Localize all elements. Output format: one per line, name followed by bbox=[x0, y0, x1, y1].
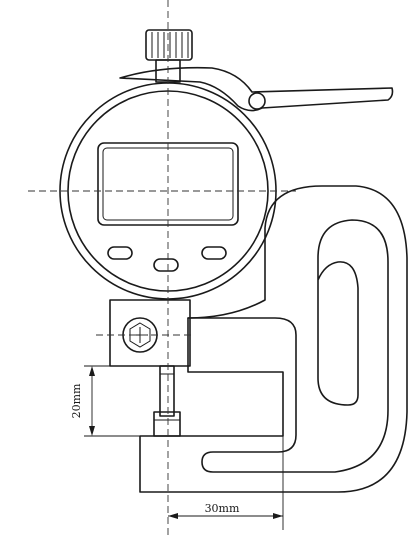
measuring-spindle bbox=[153, 365, 181, 437]
width-dimension: 30mm bbox=[168, 436, 284, 530]
gauge-frame bbox=[139, 185, 408, 493]
height-dimension-label: 20mm bbox=[70, 383, 83, 418]
lever-pivot-icon bbox=[248, 92, 266, 110]
dial-button-left bbox=[107, 246, 133, 260]
lever-arm bbox=[119, 66, 394, 112]
width-dimension-label: 30mm bbox=[205, 502, 240, 515]
lifting-lever bbox=[119, 66, 394, 112]
frame-outer-outline bbox=[139, 185, 408, 493]
height-dimension: 20mm bbox=[70, 365, 158, 437]
dial-button-right bbox=[201, 246, 227, 260]
frame-inner-outline bbox=[187, 219, 389, 473]
dial-knob bbox=[145, 29, 193, 83]
dial-button-center bbox=[153, 258, 179, 272]
spindle-block bbox=[109, 299, 191, 367]
center-lines bbox=[28, 0, 296, 538]
